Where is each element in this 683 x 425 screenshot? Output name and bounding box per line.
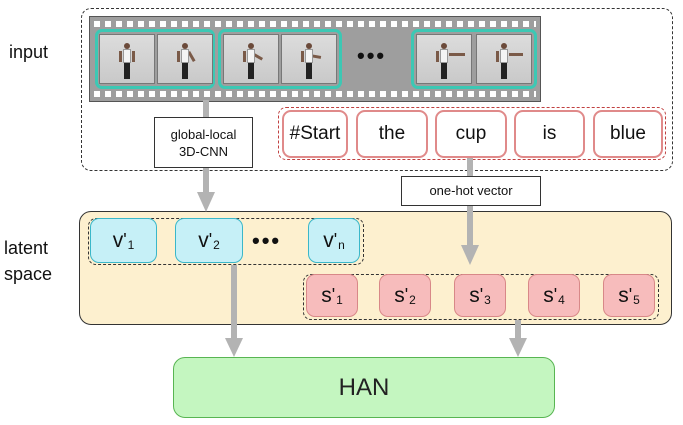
s-subscript: 1 — [336, 292, 343, 307]
v-letter: v — [198, 228, 209, 252]
v-latent-box: v'1 — [90, 218, 157, 263]
video-frame-icon — [223, 34, 279, 84]
video-frame-icon — [157, 34, 213, 84]
word-box: #Start — [282, 110, 348, 158]
cnn-caption-line2: 3D-CNN — [178, 144, 229, 159]
v-latent-box: v'n — [308, 218, 360, 263]
latent-label-line1: latent — [4, 238, 49, 258]
film-sprocket-holes-top — [94, 21, 536, 27]
han-module: HAN — [173, 357, 555, 418]
video-frame-icon — [281, 34, 337, 84]
cnn-caption-line1: global-local — [170, 127, 237, 142]
s-subscript: 2 — [409, 292, 416, 307]
s-latent-box: s'1 — [306, 274, 358, 317]
v-ellipsis: ••• — [252, 228, 282, 253]
s-letter: s — [543, 283, 554, 307]
word-box: is — [514, 110, 585, 158]
video-film-strip: ••• — [89, 16, 541, 102]
v-letter: v — [112, 228, 124, 252]
s-latent-box: s'3 — [454, 274, 506, 317]
s-subscript: 5 — [633, 292, 640, 307]
s-latent-box: s'2 — [379, 274, 431, 317]
clip-group-3 — [411, 29, 537, 89]
clip-group-1 — [95, 29, 215, 89]
s-latent-box: s'5 — [603, 274, 655, 317]
onehot-caption: one-hot vector — [401, 176, 541, 206]
frames-ellipsis: ••• — [357, 43, 387, 68]
latent-label-line2: space — [4, 264, 53, 284]
s-subscript: 4 — [558, 292, 565, 307]
s-letter: s — [321, 283, 332, 307]
input-region — [81, 8, 673, 171]
s-letter: s — [618, 283, 629, 307]
word-box: blue — [593, 110, 663, 158]
cnn-caption: global-local 3D-CNN — [154, 117, 253, 168]
v-letter: v — [323, 228, 334, 252]
video-frame-icon — [476, 34, 532, 84]
clip-group-2 — [218, 29, 342, 89]
s-subscript: 3 — [484, 292, 491, 307]
s-latent-box: s'4 — [528, 274, 580, 317]
video-frame-icon — [416, 34, 472, 84]
film-sprocket-holes-bottom — [94, 91, 536, 97]
s-letter: s — [469, 283, 480, 307]
v-subscript: 2 — [213, 237, 220, 252]
v-latent-box: v'2 — [175, 218, 243, 263]
input-label: input — [9, 42, 49, 62]
v-subscript: n — [338, 237, 345, 252]
video-frame-icon — [99, 34, 155, 84]
word-box: the — [356, 110, 428, 158]
v-subscript: 1 — [127, 237, 135, 252]
s-letter: s — [394, 283, 405, 307]
word-box: cup — [435, 110, 507, 158]
